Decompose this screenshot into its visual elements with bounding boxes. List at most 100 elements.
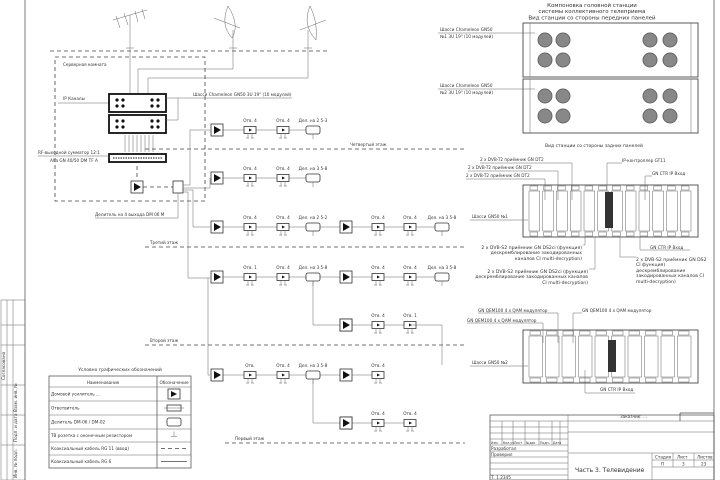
stage-value: П	[661, 462, 664, 467]
module-slot	[625, 190, 637, 232]
callout: GN CTR IP Вход	[600, 387, 633, 392]
chassis-callout-line1: Шасси Chameleon GN50	[440, 83, 493, 88]
device-label: Отв. 4	[243, 118, 257, 123]
legend-row-label: Делитель DM-06 / DM-02	[51, 420, 105, 425]
title-block-col: Кол.уч	[503, 441, 514, 445]
module-slot	[545, 335, 560, 378]
device-label: Отв. 1	[403, 313, 417, 318]
legend-row-label: Коаксиальный кабель RG 6	[51, 459, 112, 464]
front-view-title: Вид станции со стороны передних панелей	[528, 15, 656, 22]
module-slot	[677, 335, 692, 378]
tap-icon	[276, 126, 290, 139]
sheet-header: Лист	[677, 455, 688, 460]
splitter-label: Делитель на 4 выхода DM 06 M	[95, 212, 165, 217]
fan-icon	[642, 88, 658, 104]
module-slot	[528, 335, 543, 378]
satellite-dish-icon	[213, 5, 241, 49]
module-slot	[583, 190, 595, 232]
combiner-label-1: RF-выходной сумматор 12:1	[38, 150, 100, 155]
stamp-replaced-inv: Взам. инв. №	[13, 383, 18, 412]
floor-label: Второй этаж	[150, 338, 178, 343]
chassis-callout-line2: №1 3U 19" (10 модулей)	[440, 34, 493, 39]
callout: GN CTR IP Вход	[652, 171, 685, 176]
callout: 2 x DVB-T2 приёмник GN DT2	[480, 157, 544, 162]
fan-icon	[662, 52, 678, 68]
floor-label: Третий этаж	[149, 240, 178, 245]
device-label: Дел. на 2 5-3	[299, 118, 328, 123]
module-slot	[644, 335, 659, 378]
device-label: Отв. 4	[403, 411, 417, 416]
splitter-icon	[305, 222, 321, 236]
device-label: Отв. 4	[243, 166, 257, 171]
amplifier-icon	[339, 318, 353, 332]
device-label: Дел. на 2 5-2	[299, 215, 328, 220]
layout-title-line2: системы коллективного телеприема	[539, 9, 646, 15]
tap-icon	[243, 371, 257, 384]
module-slot	[638, 190, 650, 232]
device-label: Отв. 4	[403, 215, 417, 220]
device-label: Отв. 4	[276, 118, 290, 123]
floor-label: Четвертый этаж	[350, 142, 387, 147]
tap-icon	[403, 273, 417, 286]
sheets-header: Листов	[697, 455, 713, 460]
headend-chassis-2	[108, 114, 167, 134]
device-label: Отв. 4	[276, 166, 290, 171]
module-slot	[542, 190, 554, 232]
stamp-sign-date: Подп. и дата	[13, 413, 18, 442]
stamp-inv-no: Инв. № подл.	[13, 449, 18, 478]
splitter-icon	[305, 125, 321, 139]
amplifier-icon	[130, 180, 144, 194]
fan-icon	[537, 108, 553, 124]
callout: GN CTR IP Вход	[650, 245, 683, 250]
splitter-icon	[434, 272, 450, 286]
module-slot	[556, 190, 568, 232]
title-block-col: Подп.	[540, 441, 550, 445]
combiner-label-2: Alfa GN 40/50 DM TF A	[50, 158, 98, 163]
tap-icon	[243, 273, 257, 286]
ip-controller-ports	[605, 192, 613, 228]
amplifier-icon	[210, 171, 224, 185]
module-slot	[666, 190, 678, 232]
fan-icon	[537, 32, 553, 48]
chassis-name: Шасси GN50 №1	[472, 214, 508, 219]
tap-icon	[276, 273, 290, 286]
callout: GN QEM100 4 x QAM модулятор	[582, 308, 652, 313]
amplifier-icon	[339, 220, 353, 234]
tap-icon	[371, 419, 385, 432]
module-slot	[570, 190, 582, 232]
dvb-s2-callout: 2 x DVB-S2 приёмник GN DS2ci (функция) д…	[475, 270, 588, 286]
amplifier-icon	[210, 368, 224, 382]
legend-row-label: Ответвитель	[51, 406, 80, 411]
tap-icon	[243, 174, 257, 187]
legend-row-label: Домовой усилитель ...	[51, 392, 100, 397]
sheets-value: 23	[701, 462, 707, 467]
tap-icon	[403, 223, 417, 236]
callout: GN QEM100 4 x QAM модулятор	[467, 318, 537, 323]
amplifier-icon	[339, 368, 353, 382]
splitter-icon	[305, 173, 321, 187]
device-label: Отв. 4	[371, 265, 385, 270]
legend-table: Условно графических обозначений Наименов…	[48, 366, 192, 469]
callout: 2 x DVB-T2 приёмник GN DT2	[466, 173, 530, 178]
chassis-callout-line2: №2 3U 19" (10 модулей)	[440, 90, 493, 95]
title-block-col: Изм.	[491, 441, 499, 445]
module-slot	[660, 335, 675, 378]
device-label: Дел. на 3 5-8	[428, 265, 457, 270]
module-slot	[652, 190, 664, 232]
chassis-callout: Шасси Chameleon GN50 3U 19" (10 модулей)	[193, 92, 292, 97]
dvb-s2-callout: 2 x DVB-S2 приёмник GN DS2 CI функция) д…	[636, 258, 707, 285]
terrestrial-antenna-icon	[112, 8, 148, 49]
fan-icon	[555, 108, 571, 124]
amplifier-icon	[210, 270, 224, 284]
dvb-s2-callout: 2 x DVB-S2 приёмник GN DS2ci (функция) д…	[481, 246, 582, 262]
floor-label: Первый этаж	[235, 436, 265, 441]
tv-outlet-icon	[171, 431, 177, 437]
device-label: Дел. на 3 5-8	[299, 166, 328, 171]
patch-cables	[124, 135, 154, 152]
device-label: Отв. 4	[371, 411, 385, 416]
title-block-col: №док	[526, 441, 535, 445]
front-panel-chassis-2: Шасси Chameleon GN50 №2 3U 19" (10 модуле…	[438, 78, 699, 134]
splitter-icon	[434, 222, 450, 236]
